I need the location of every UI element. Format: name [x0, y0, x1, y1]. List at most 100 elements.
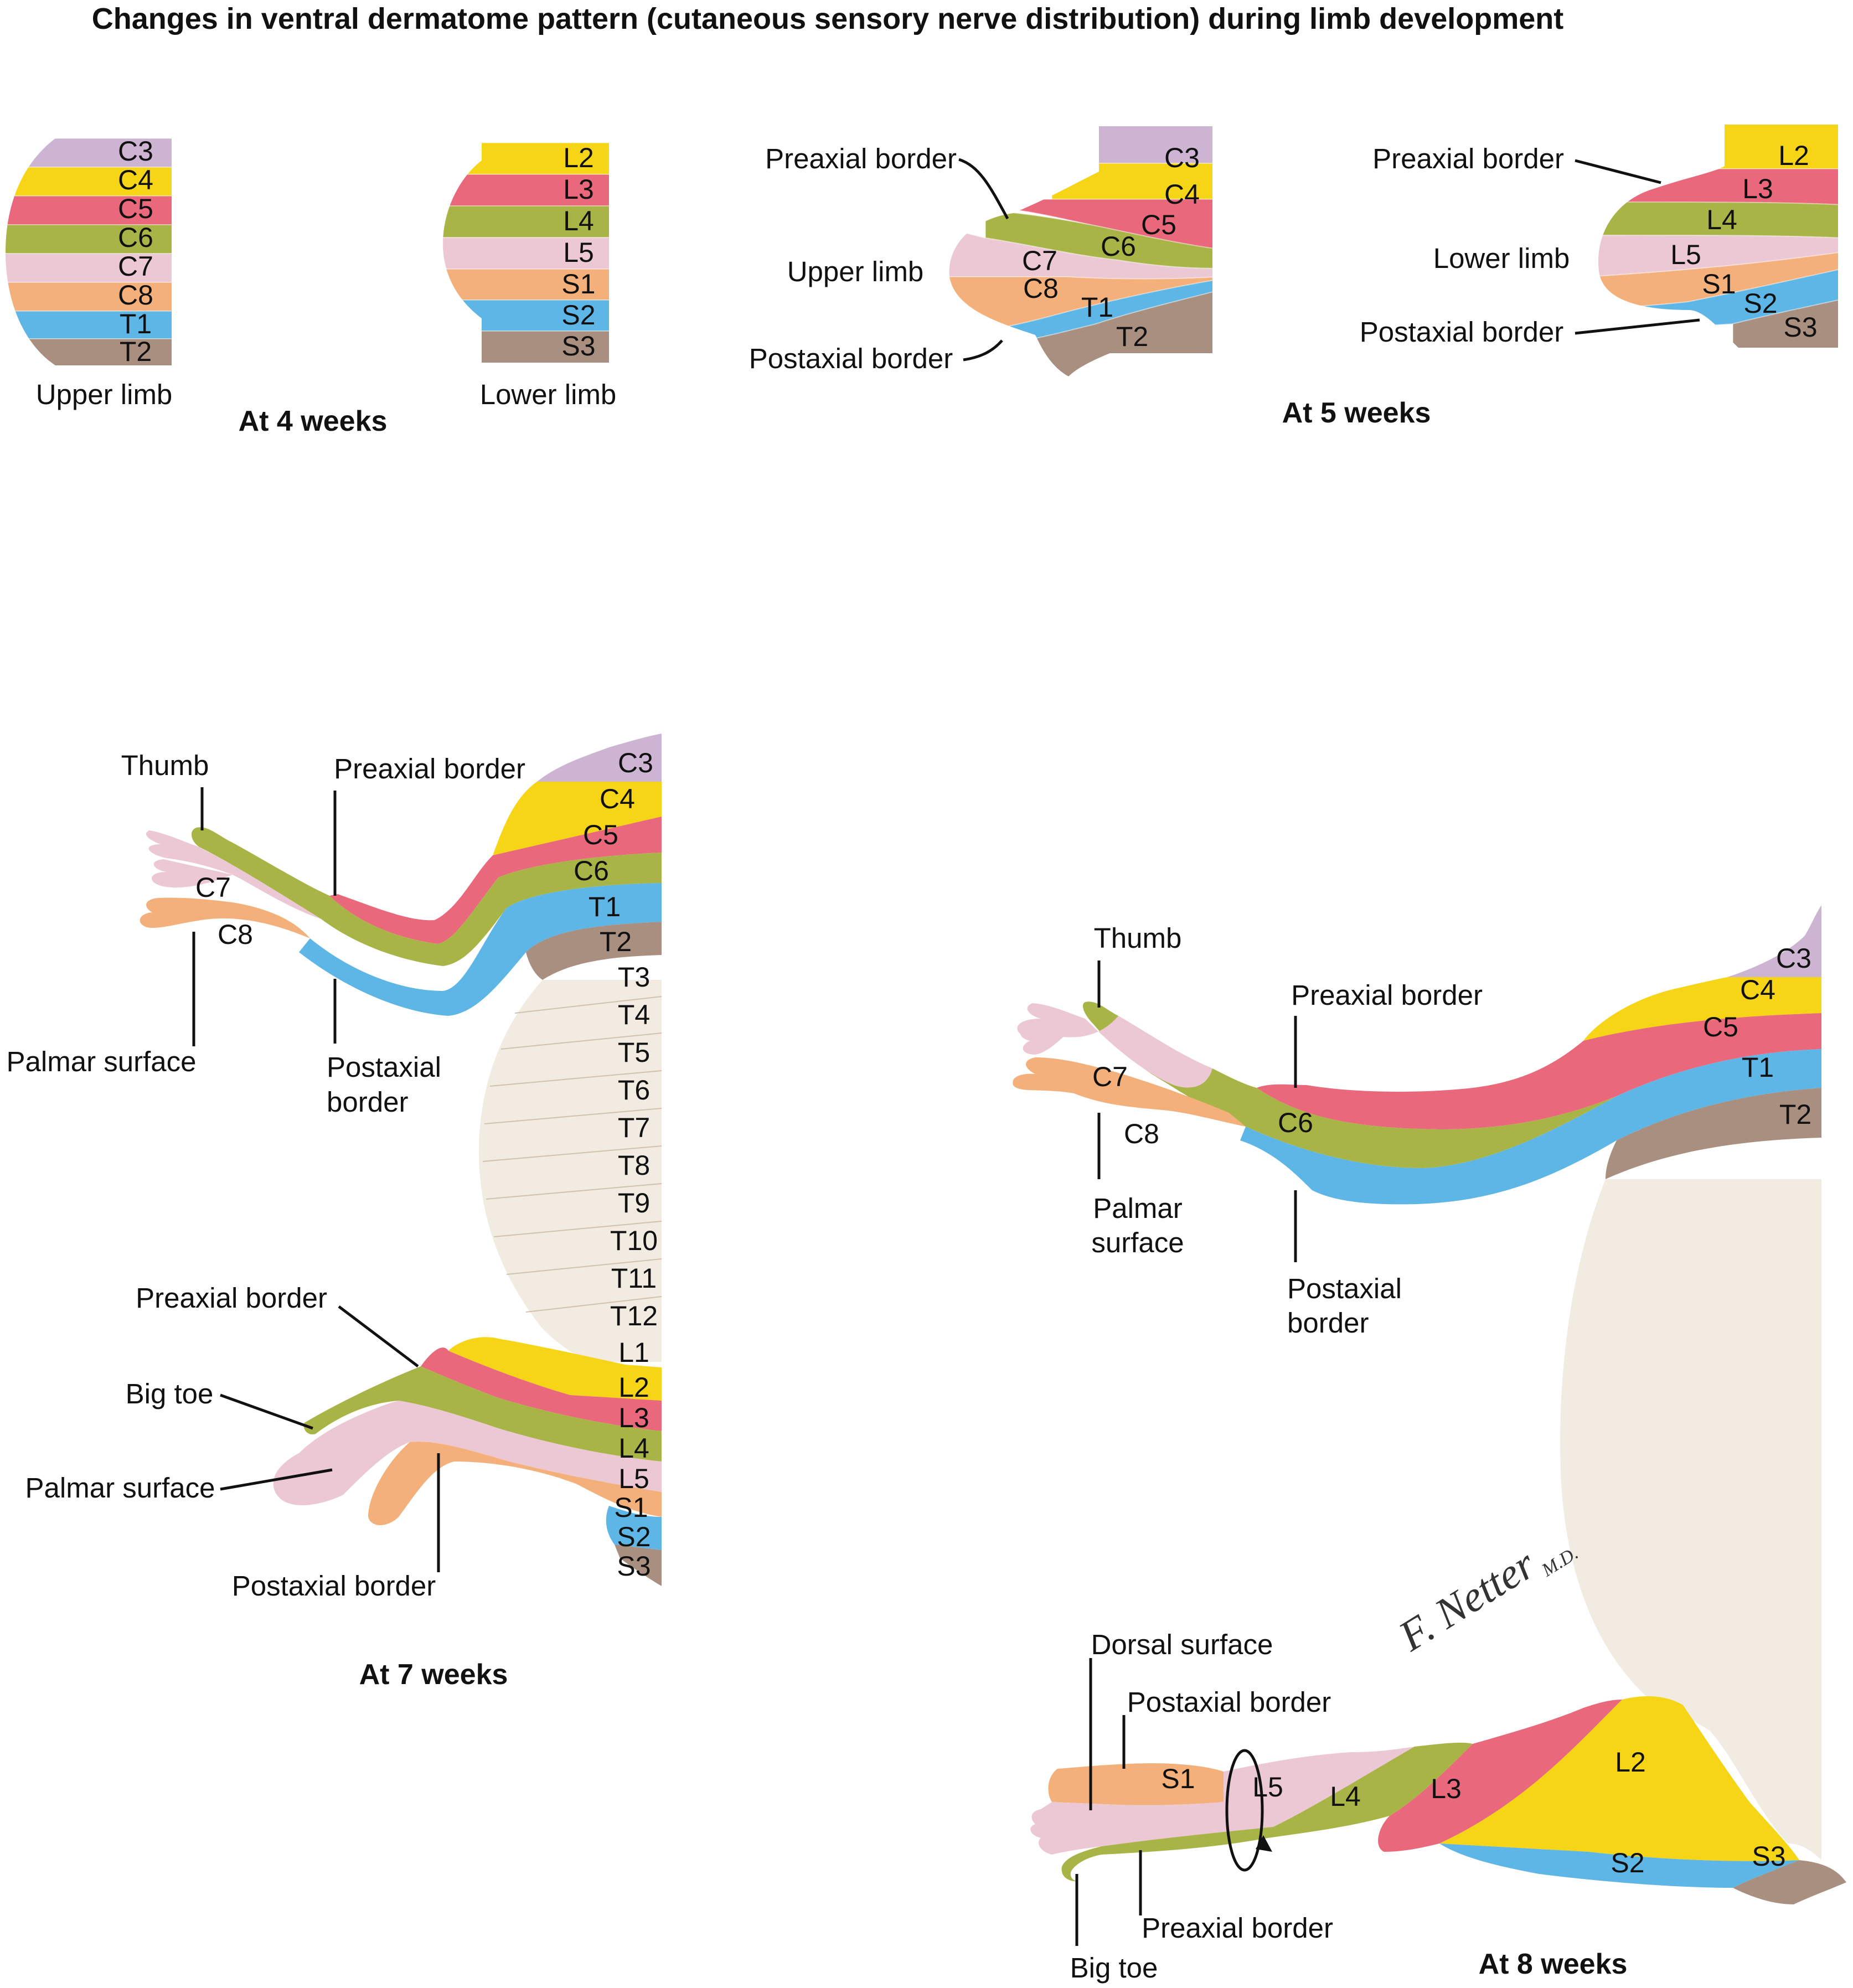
label-L2: L2	[618, 1372, 649, 1403]
band-L5	[1030, 1747, 1415, 1855]
band-T2	[526, 922, 662, 980]
label-C5: C5	[583, 819, 618, 850]
leader-postaxial-lower	[1575, 318, 1700, 335]
band-S3	[1732, 298, 1838, 348]
stage-label-week4: At 4 weeks	[239, 405, 388, 437]
band-C4	[1583, 977, 1821, 1041]
band-L4	[443, 205, 609, 238]
palmar-surface-lower-label: Palmar surface	[25, 1472, 215, 1504]
band-C4	[6, 167, 172, 197]
label-C3: C3	[1164, 142, 1200, 173]
band-T2	[1606, 1088, 1821, 1179]
label-T1: T1	[589, 891, 621, 922]
label-L3: L3	[1742, 173, 1773, 204]
label-C5: C5	[1703, 1011, 1738, 1042]
signature-name: F. Netter	[1390, 1540, 1544, 1661]
leader-preaxial	[958, 158, 1009, 220]
label-T2: T2	[600, 926, 632, 957]
leader-palmar-lower	[220, 1468, 333, 1491]
preaxial-border-lower-label: Preaxial border	[1142, 1912, 1333, 1944]
band-L3	[421, 1347, 662, 1431]
band-L4	[1598, 201, 1838, 239]
label-L4: L4	[1706, 204, 1737, 235]
label-C3: C3	[1776, 943, 1811, 974]
band-L2	[1710, 125, 1838, 169]
band-L2	[448, 1337, 662, 1401]
week4-upper-limb-bud: C3 C4 C5 C6 C7 C8 T1 T2 Upper limb	[6, 136, 173, 410]
label-T1: T1	[1081, 292, 1113, 323]
band-L4	[1061, 1742, 1473, 1882]
stage-label-week5: At 5 weeks	[1282, 397, 1431, 429]
figure-title: Changes in ventral dermatome pattern (cu…	[92, 2, 1563, 35]
band-C7	[6, 253, 172, 283]
palmar-label-line1: Palmar	[1093, 1192, 1183, 1224]
stage-label-week7: At 7 weeks	[359, 1659, 508, 1691]
week4-lower-limb-bud: L2 L3 L4 L5 S1 S2 S3 Lower limb	[443, 142, 616, 410]
label-L2: L2	[563, 142, 594, 173]
leader-preaxial-lower	[338, 1305, 419, 1367]
band-L2	[1439, 1696, 1799, 1861]
label-C8: C8	[1023, 273, 1059, 304]
trunk-wall	[1560, 1179, 1821, 1827]
band-S2	[1439, 1844, 1799, 1888]
preaxial-border-label: Preaxial border	[765, 143, 957, 174]
label-T11: T11	[611, 1263, 657, 1294]
band-S1	[1048, 1763, 1232, 1805]
label-C7: C7	[118, 251, 153, 282]
band-C5	[329, 817, 662, 944]
week7-embryo: C3 C4 C5 C6 T1 T2 C7 C8 T3 T4 T5 T6 T7 T…	[7, 734, 662, 1602]
label-L5: L5	[618, 1463, 649, 1494]
band-S1	[368, 1442, 662, 1525]
label-C4: C4	[118, 164, 153, 195]
label-L3: L3	[1431, 1773, 1462, 1804]
label-T2: T2	[120, 336, 152, 367]
label-L4: L4	[618, 1433, 649, 1464]
label-T4: T4	[618, 999, 650, 1030]
postaxial-label-line2: border	[327, 1086, 408, 1118]
label-T1: T1	[1742, 1052, 1774, 1083]
label-T10: T10	[610, 1225, 658, 1256]
upper-limb-label: Upper limb	[787, 256, 924, 287]
band-T1	[299, 883, 662, 1016]
hand-C7-fingers	[151, 859, 233, 888]
dorsal-surface-label: Dorsal surface	[1091, 1629, 1273, 1660]
band-S3-edge	[1683, 1705, 1821, 1860]
band-L3	[1378, 1700, 1622, 1852]
label-L3: L3	[618, 1402, 649, 1433]
band-L4	[303, 1366, 662, 1462]
band-L5	[273, 1401, 662, 1505]
palmar-surface-label: Palmar surface	[7, 1046, 197, 1077]
band-S3	[1733, 1860, 1846, 1904]
hand-C8	[140, 897, 310, 938]
rib-line	[482, 1145, 662, 1162]
rib-line	[484, 1108, 662, 1124]
upper-limb-label: Upper limb	[36, 379, 173, 410]
label-L2: L2	[1615, 1747, 1646, 1778]
rib-line	[500, 1032, 662, 1050]
preaxial-border-label: Preaxial border	[1372, 143, 1564, 174]
hand-C8	[1013, 1057, 1246, 1127]
preaxial-border-label: Preaxial border	[334, 753, 525, 784]
preaxial-border-label: Preaxial border	[1291, 979, 1483, 1011]
leader-big-toe	[220, 1393, 313, 1430]
band-C5	[6, 195, 172, 225]
label-L4: L4	[1330, 1781, 1361, 1812]
postaxial-label-line1: Postaxial	[327, 1051, 441, 1083]
band-L3	[1605, 168, 1838, 206]
rib-line	[514, 996, 662, 1014]
label-C8: C8	[118, 280, 153, 311]
label-C7: C7	[195, 872, 231, 903]
label-L5: L5	[563, 237, 594, 268]
label-L2: L2	[1778, 140, 1809, 171]
postaxial-border-label: Postaxial border	[1360, 316, 1564, 348]
label-T2: T2	[1116, 321, 1148, 352]
label-T3: T3	[618, 962, 650, 993]
label-C3: C3	[118, 136, 153, 167]
label-T5: T5	[618, 1037, 650, 1068]
label-T7: T7	[618, 1112, 650, 1143]
trunk-wall	[479, 980, 662, 1362]
label-S2: S2	[617, 1521, 651, 1552]
label-C4: C4	[1164, 179, 1200, 210]
band-C5	[1018, 199, 1212, 250]
